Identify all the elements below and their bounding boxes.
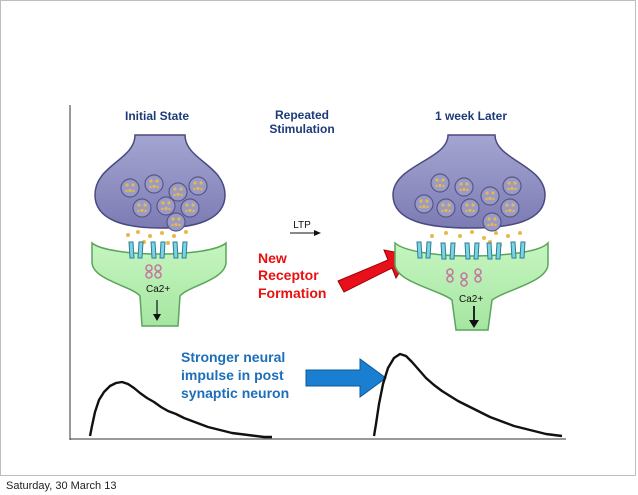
left-impulse-trace: [88, 380, 272, 439]
ltp-label: LTP: [293, 220, 311, 231]
stimulation-label: Stimulation: [269, 122, 334, 136]
right-calcium-ions: [446, 268, 482, 287]
receptor-label: Receptor: [258, 267, 319, 283]
right-impulse-trace: [372, 352, 563, 438]
stronger-line1: Stronger neural: [181, 349, 285, 365]
stronger-line2: impulse in post: [181, 367, 284, 383]
synapse-ltp-figure: Initial State Repeated Stimulation 1 wee…: [69, 105, 566, 440]
blue-arrow-icon: [305, 358, 387, 398]
left-ca-label: Ca2+: [146, 284, 170, 295]
ltp-arrow-icon: [290, 230, 321, 236]
right-ca-label: Ca2+: [459, 294, 483, 305]
formation-label: Formation: [258, 285, 326, 301]
stronger-line3: synaptic neuron: [181, 385, 289, 401]
repeated-label: Repeated: [275, 108, 329, 122]
one-week-later-label: 1 week Later: [435, 109, 507, 123]
initial-state-label: Initial State: [125, 109, 189, 123]
slide-date-footer: Saturday, 30 March 13: [6, 480, 117, 492]
new-label: New: [258, 250, 287, 266]
left-calcium-ions: [145, 264, 162, 279]
left-neurotransmitters: [126, 230, 188, 245]
left-down-arrow-icon: [153, 300, 161, 321]
right-down-arrow-icon: [469, 306, 479, 328]
